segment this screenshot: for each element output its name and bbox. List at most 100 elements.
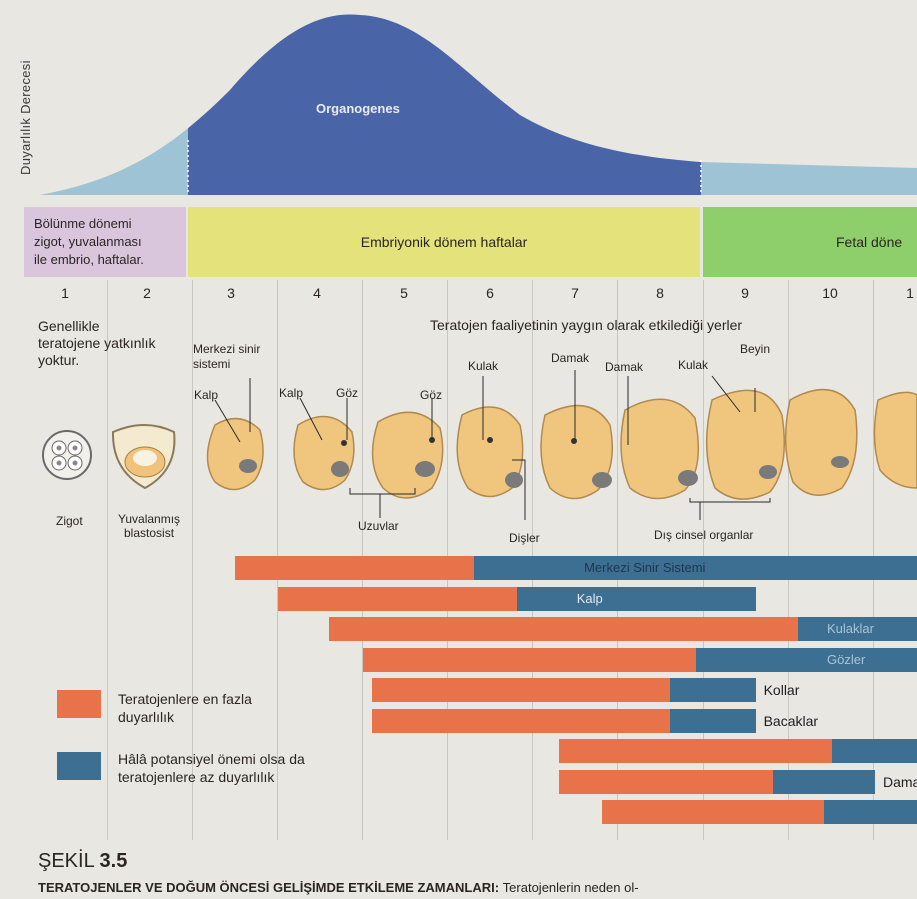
bar-high-sensitivity [602, 800, 824, 824]
figure-number: ŞEKİL 3.5 [38, 850, 127, 873]
legend-low: Hâlâ potansiyel önemi olsa da teratojenl… [118, 750, 305, 786]
week-number: 10 [822, 285, 838, 301]
label-ear: Kulak [468, 359, 499, 373]
bar-low-sensitivity [516, 586, 756, 611]
blastocyst-icon [111, 424, 176, 490]
label-blastocyst: Yuvalanmış blastosist [118, 512, 180, 540]
legend-swatch-high [57, 690, 101, 718]
bar-high-sensitivity [363, 647, 696, 672]
note-no-susceptibility: Genellikle teratojene yatkınlık yoktur. [38, 318, 156, 369]
label-heart: Kalp [279, 386, 304, 400]
band-embryonic-period: Embriyonik dönem haftalar [188, 207, 700, 277]
bar-high-sensitivity [559, 769, 773, 794]
bar-label: Kollar [763, 682, 800, 698]
peak-label: Organogenes [316, 101, 400, 116]
label-palate: Damak [605, 360, 644, 374]
band-zygote-line: zigot, yuvalanması [34, 234, 142, 249]
curve-left-segment [40, 128, 188, 195]
band-zygote-line: Bölünme dönemi [34, 216, 132, 231]
legend-line: teratojenlere az duyarlılık [118, 769, 275, 785]
week-number: 9 [741, 285, 749, 301]
embryo-week-7-icon [540, 404, 613, 500]
embryo-week-8-icon [620, 398, 700, 500]
bar-low-sensitivity [832, 739, 917, 763]
label-eye: Göz [420, 388, 443, 402]
bar-high-sensitivity [235, 556, 475, 580]
embryo-week-5-icon [371, 411, 444, 499]
note-line: teratojene yatkınlık [38, 335, 156, 351]
note-line: yoktur. [38, 352, 80, 368]
label-palate: Damak [551, 351, 590, 365]
bar-label: Merkezi Sinir Sistemi [584, 560, 706, 575]
week-number: 5 [400, 285, 408, 301]
bar-low-sensitivity [823, 800, 917, 824]
bar-label: Kulaklar [827, 621, 874, 636]
bar-label: Gözler [827, 651, 866, 667]
note-common-sites: Teratojen faaliyetinin yaygın olarak etk… [430, 317, 743, 333]
curve-peak-segment [188, 14, 701, 195]
label-limbs: Uzuvlar [358, 519, 399, 533]
bar-row: Dişler [0, 739, 917, 763]
week-number: 6 [486, 285, 494, 301]
grid-line [107, 280, 108, 840]
label-ear: Kulak [678, 358, 709, 372]
bar-high-sensitivity [371, 678, 671, 702]
grid-line [192, 280, 193, 840]
week-number: 3 [227, 285, 235, 301]
caption-bold: TERATOJENLER VE DOĞUM ÖNCESİ GELİŞİMDE E… [38, 880, 500, 895]
bar-low-sensitivity [695, 647, 917, 672]
bar-row: Bacaklar [0, 708, 917, 733]
legend-line: Hâlâ potansiyel önemi olsa da [118, 751, 305, 767]
band-zygote-period: Bölünme dönemi zigot, yuvalanması ile em… [24, 207, 186, 277]
bar-high-sensitivity [277, 586, 517, 611]
legend-line: Teratojenlere en fazla [118, 691, 252, 707]
label-genitalia: Dış cinsel organlar [654, 528, 754, 542]
week-number: 1 [906, 285, 914, 301]
legend-high: Teratojenlere en fazla duyarlılık [118, 690, 252, 726]
bar-low-sensitivity [670, 708, 756, 733]
bar-low-sensitivity [772, 769, 875, 794]
week-number: 4 [313, 285, 321, 301]
band-zygote-line: ile embrio, haftalar. [34, 252, 144, 267]
bar-row: Merkezi Sinir Sistemi [0, 556, 917, 580]
week-number: 8 [656, 285, 664, 301]
label-zygote: Zigot [56, 514, 83, 528]
embryo-week-6-icon [456, 406, 524, 498]
zygote-icon [42, 430, 92, 480]
bar-low-sensitivity [474, 556, 917, 580]
bar-label: Damak [883, 773, 917, 790]
bar-row [0, 800, 917, 824]
y-axis-label: Duyarlılık Derecesi [18, 60, 33, 175]
bar-high-sensitivity [371, 708, 671, 733]
figure-number-value: 3.5 [99, 850, 128, 872]
embryo-week-4-icon [293, 415, 355, 491]
embryo-week-11-icon [873, 391, 917, 489]
label-cns-line: Merkezi sinir [193, 342, 261, 356]
bar-row: Kalp [0, 586, 917, 611]
week-number: 7 [571, 285, 579, 301]
legend-line: duyarlılık [118, 709, 175, 725]
embryo-illustrations [42, 370, 917, 520]
label-cns-line: sistemi [193, 357, 231, 371]
band-embryonic-label: Embriyonik dönem haftalar [360, 234, 528, 250]
note-line: Genellikle [38, 318, 100, 334]
bar-row: Kollar [0, 678, 917, 702]
embryo-week-3-icon [206, 417, 264, 491]
figure-prefix: ŞEKİL [38, 850, 94, 872]
label-heart: Kalp [194, 388, 219, 402]
label-cns: Merkezi sinir sistemi [193, 342, 260, 372]
week-number: 1 [61, 285, 69, 301]
legend-swatch-low [57, 752, 101, 780]
bar-row: Kulaklar [0, 617, 917, 641]
band-fetal-period: Fetal döne [703, 207, 917, 277]
bar-low-sensitivity [798, 617, 917, 641]
embryo-week-10-icon [784, 388, 858, 496]
sensitivity-curve [40, 14, 917, 195]
bar-high-sensitivity [329, 617, 799, 641]
bar-low-sensitivity [670, 678, 756, 702]
bar-label: Kalp [576, 590, 603, 606]
label-eye: Göz [336, 386, 359, 400]
label-brain: Beyin [740, 342, 771, 356]
bar-label: Bacaklar [763, 712, 819, 729]
